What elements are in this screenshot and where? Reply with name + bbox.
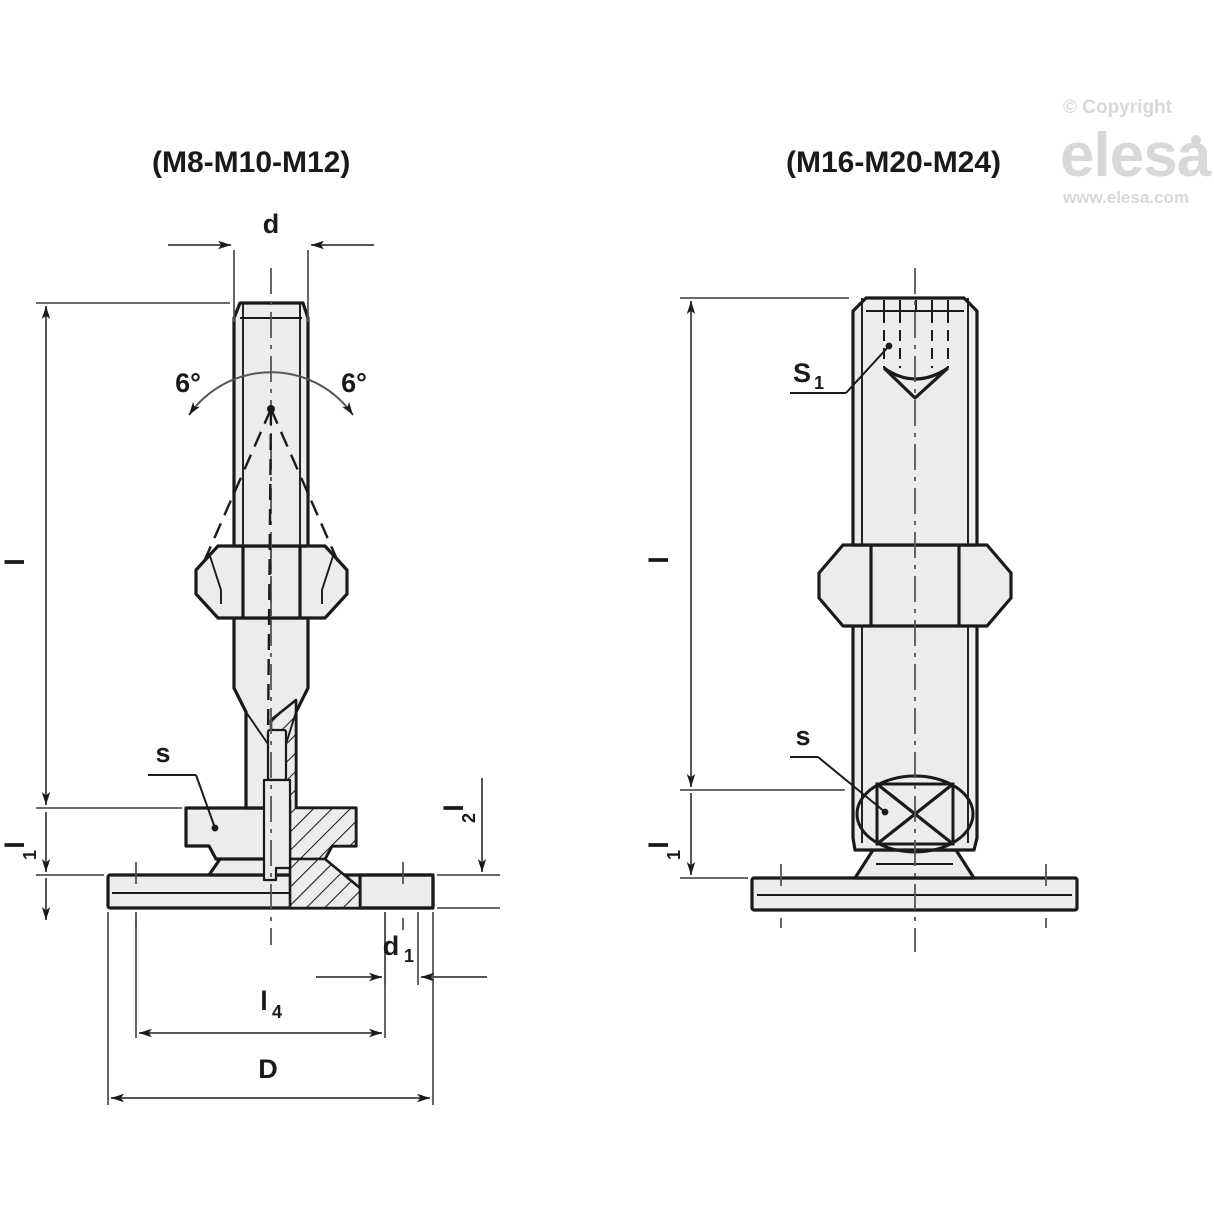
left-angle-left-label: 6° — [175, 368, 201, 398]
left-leader-s: s — [148, 738, 219, 832]
right-leader-s1-label: S — [793, 358, 811, 388]
left-dim-d: d — [168, 209, 374, 322]
left-bottom-dims: d 1 l 4 D — [107, 912, 487, 1105]
right-dim-l1: l 1 — [644, 793, 748, 879]
left-dim-l: l — [0, 302, 230, 809]
right-plate-center-ticks — [780, 864, 1047, 928]
right-leader-s-label: s — [795, 721, 810, 751]
watermark-registered-icon — [1191, 135, 1201, 145]
left-view: (M8-M10-M12) — [0, 146, 500, 1105]
watermark-copyright-text: © Copyright — [1063, 97, 1173, 118]
watermark-url-text: www.elesa.com — [1062, 188, 1189, 207]
left-dim-d1-sub: 1 — [404, 946, 414, 966]
right-dim-l1-sub: 1 — [664, 850, 684, 860]
right-leader-s1-sub: 1 — [814, 373, 824, 393]
left-plate-center-ticks — [135, 862, 404, 930]
left-dim-l2-sub: 2 — [459, 813, 479, 823]
right-leader-s: s — [790, 721, 889, 816]
right-dim-l-label: l — [644, 556, 674, 564]
right-view: (M16-M20-M24) — [644, 146, 1079, 952]
left-dim-l2-label: l — [439, 804, 469, 812]
right-dim-l: l — [644, 297, 849, 791]
right-leader-s1: S 1 — [790, 342, 893, 394]
left-dim-l1-label: l — [0, 841, 30, 849]
right-view-title: (M16-M20-M24) — [786, 146, 1001, 179]
left-dim-D-label: D — [258, 1054, 278, 1084]
left-dim-l-label: l — [0, 558, 30, 566]
watermark-brand-text: elesa — [1060, 121, 1212, 190]
left-dim-l2: l 2 — [437, 778, 500, 909]
left-view-title: (M8-M10-M12) — [152, 146, 350, 179]
left-dim-l4-label: l — [260, 986, 268, 1016]
left-dim-l1-sub: 1 — [20, 850, 40, 860]
left-dim-l4-sub: 4 — [272, 1002, 282, 1022]
left-leader-s-label: s — [155, 738, 170, 768]
right-lower-shank — [851, 623, 979, 852]
elesa-watermark: © Copyright elesa www.elesa.com — [1060, 97, 1213, 207]
right-dim-l1-label: l — [644, 841, 674, 849]
left-dim-d-label: d — [263, 209, 280, 239]
left-dim-l1: l 1 — [0, 812, 104, 920]
left-angle-construction: 6° 6° — [175, 368, 367, 738]
left-angle-right-label: 6° — [341, 368, 367, 398]
left-dim-d1-label: d — [383, 931, 400, 961]
